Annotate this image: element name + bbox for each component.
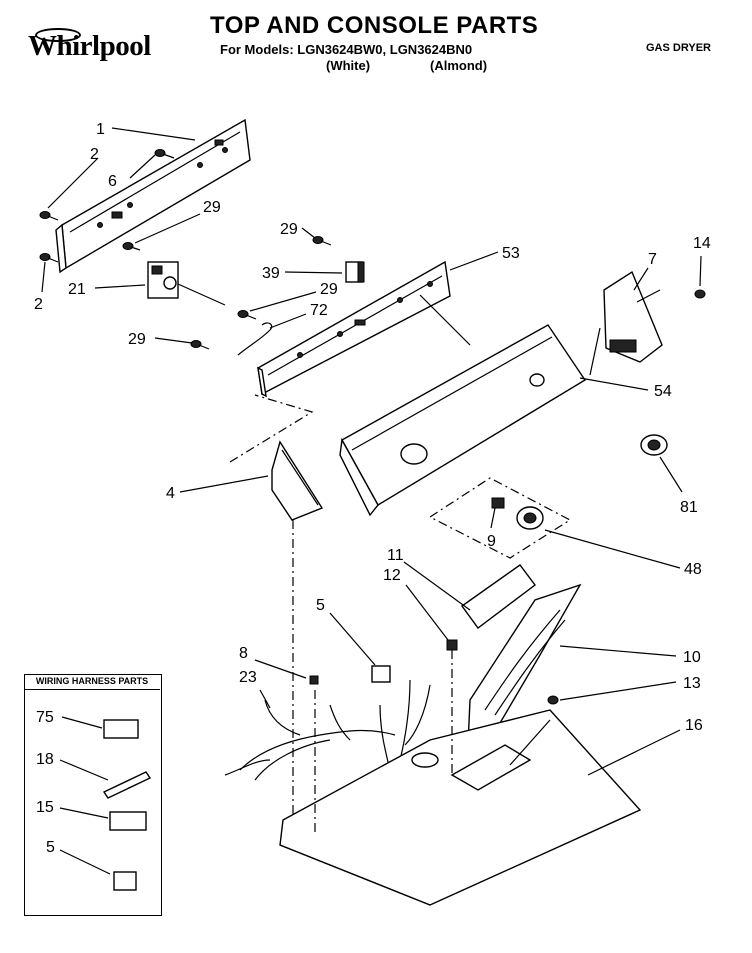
part-5-connector: [371, 665, 391, 683]
harness-callout-75: 75: [36, 709, 54, 726]
callout-10: 10: [683, 649, 701, 666]
part-72-wire: [237, 322, 273, 356]
part-13-screw: [547, 695, 559, 705]
product-type: GAS DRYER: [646, 42, 711, 54]
callout-16: 16: [685, 717, 703, 734]
screw-icon: [39, 253, 59, 263]
page-title: TOP AND CONSOLE PARTS: [210, 12, 539, 39]
callout-53: 53: [502, 245, 520, 262]
callout-23: 23: [239, 669, 257, 686]
part-5-connector: [113, 871, 137, 891]
part-4-endcap: [271, 440, 324, 521]
harness-callout-15: 15: [36, 799, 54, 816]
part-21-timer: [147, 261, 226, 306]
brand-swoosh: [35, 28, 81, 42]
part-11-lens: [461, 564, 536, 629]
callout-6: 6: [108, 173, 117, 190]
callout-54: 54: [654, 383, 672, 400]
part-16-top: [279, 709, 642, 906]
screw-icon: [39, 211, 59, 221]
harness-callout-5: 5: [46, 839, 55, 856]
callout-11: 11: [387, 547, 404, 564]
callout-39: 39: [262, 265, 280, 282]
wiring-harness-box: [24, 674, 162, 916]
callout-5: 5: [316, 597, 325, 614]
screw-icon: [190, 340, 210, 350]
part-12-clip: [446, 639, 458, 651]
part-1-bracket: [55, 118, 251, 274]
callout-29: 29: [128, 331, 146, 348]
part-53-bracket: [257, 260, 451, 398]
callout-29: 29: [203, 199, 221, 216]
callout-29: 29: [320, 281, 338, 298]
models-line: For Models: LGN3624BW0, LGN3624BN0: [220, 42, 473, 57]
callout-14: 14: [693, 235, 711, 252]
screw-icon: [237, 310, 257, 320]
callout-9: 9: [487, 533, 496, 550]
part-23-harness: [224, 679, 431, 781]
screw-icon: [694, 289, 706, 299]
part-54-console: [339, 324, 586, 517]
callout-21: 21: [68, 281, 86, 298]
callout-72: 72: [310, 302, 328, 319]
callout-4: 4: [166, 485, 175, 502]
leader-lines: [41, 127, 702, 776]
screw-icon: [154, 149, 175, 159]
color-white: (White): [326, 58, 371, 73]
part-48-knob: [516, 506, 544, 530]
color-almond: (Almond): [430, 58, 488, 73]
part-18-terminal: [102, 771, 152, 799]
callout-1: 1: [96, 121, 105, 138]
callout-8: 8: [239, 645, 248, 662]
callout-12: 12: [383, 567, 401, 584]
callout-29: 29: [280, 221, 298, 238]
callout-2: 2: [34, 296, 43, 313]
brand-logo: Whirlpool: [28, 30, 151, 62]
part-15-connector: [109, 811, 147, 831]
wiring-harness-title: WIRING HARNESS PARTS: [24, 676, 160, 690]
part-81-knob: [640, 434, 668, 456]
part-39-clip: [345, 261, 365, 283]
harness-parts-list: 75 18 15 5: [36, 709, 152, 891]
harness-callout-18: 18: [36, 751, 54, 768]
callout-7: 7: [648, 251, 657, 268]
callout-2: 2: [90, 146, 99, 163]
part-7-endcap: [603, 270, 663, 363]
part-8-clip: [309, 675, 319, 685]
dashed-outline: [428, 477, 572, 559]
dashed-outline: [229, 394, 314, 463]
screw-icon: [122, 242, 141, 251]
screw-icon: [312, 236, 332, 246]
callout-13: 13: [683, 675, 701, 692]
callout-48: 48: [684, 561, 702, 578]
callout-81: 81: [680, 499, 698, 516]
part-75-connector: [103, 719, 139, 739]
part-9-clip: [491, 497, 505, 509]
